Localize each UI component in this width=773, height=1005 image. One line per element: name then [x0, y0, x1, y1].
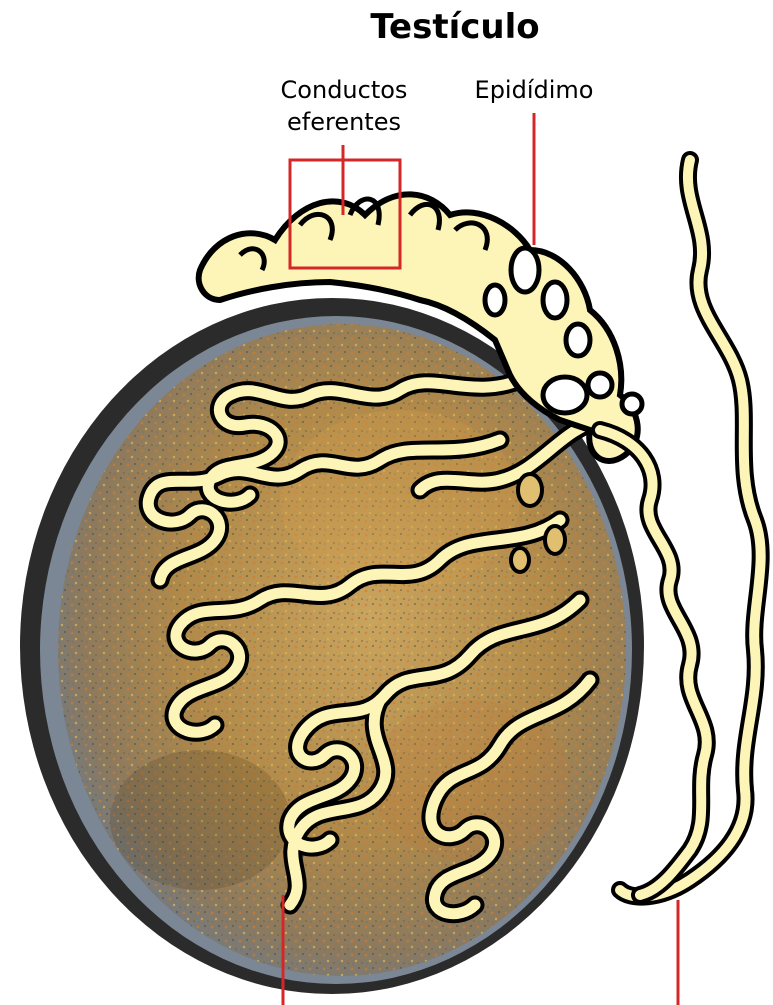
diagram-title: Testículo [370, 7, 539, 47]
efferent-ducts-label-line2: eferentes [287, 108, 401, 136]
epididymis-label: Epidídimo [475, 76, 594, 104]
efferent-ducts-label-line1: Conductos [281, 76, 408, 104]
